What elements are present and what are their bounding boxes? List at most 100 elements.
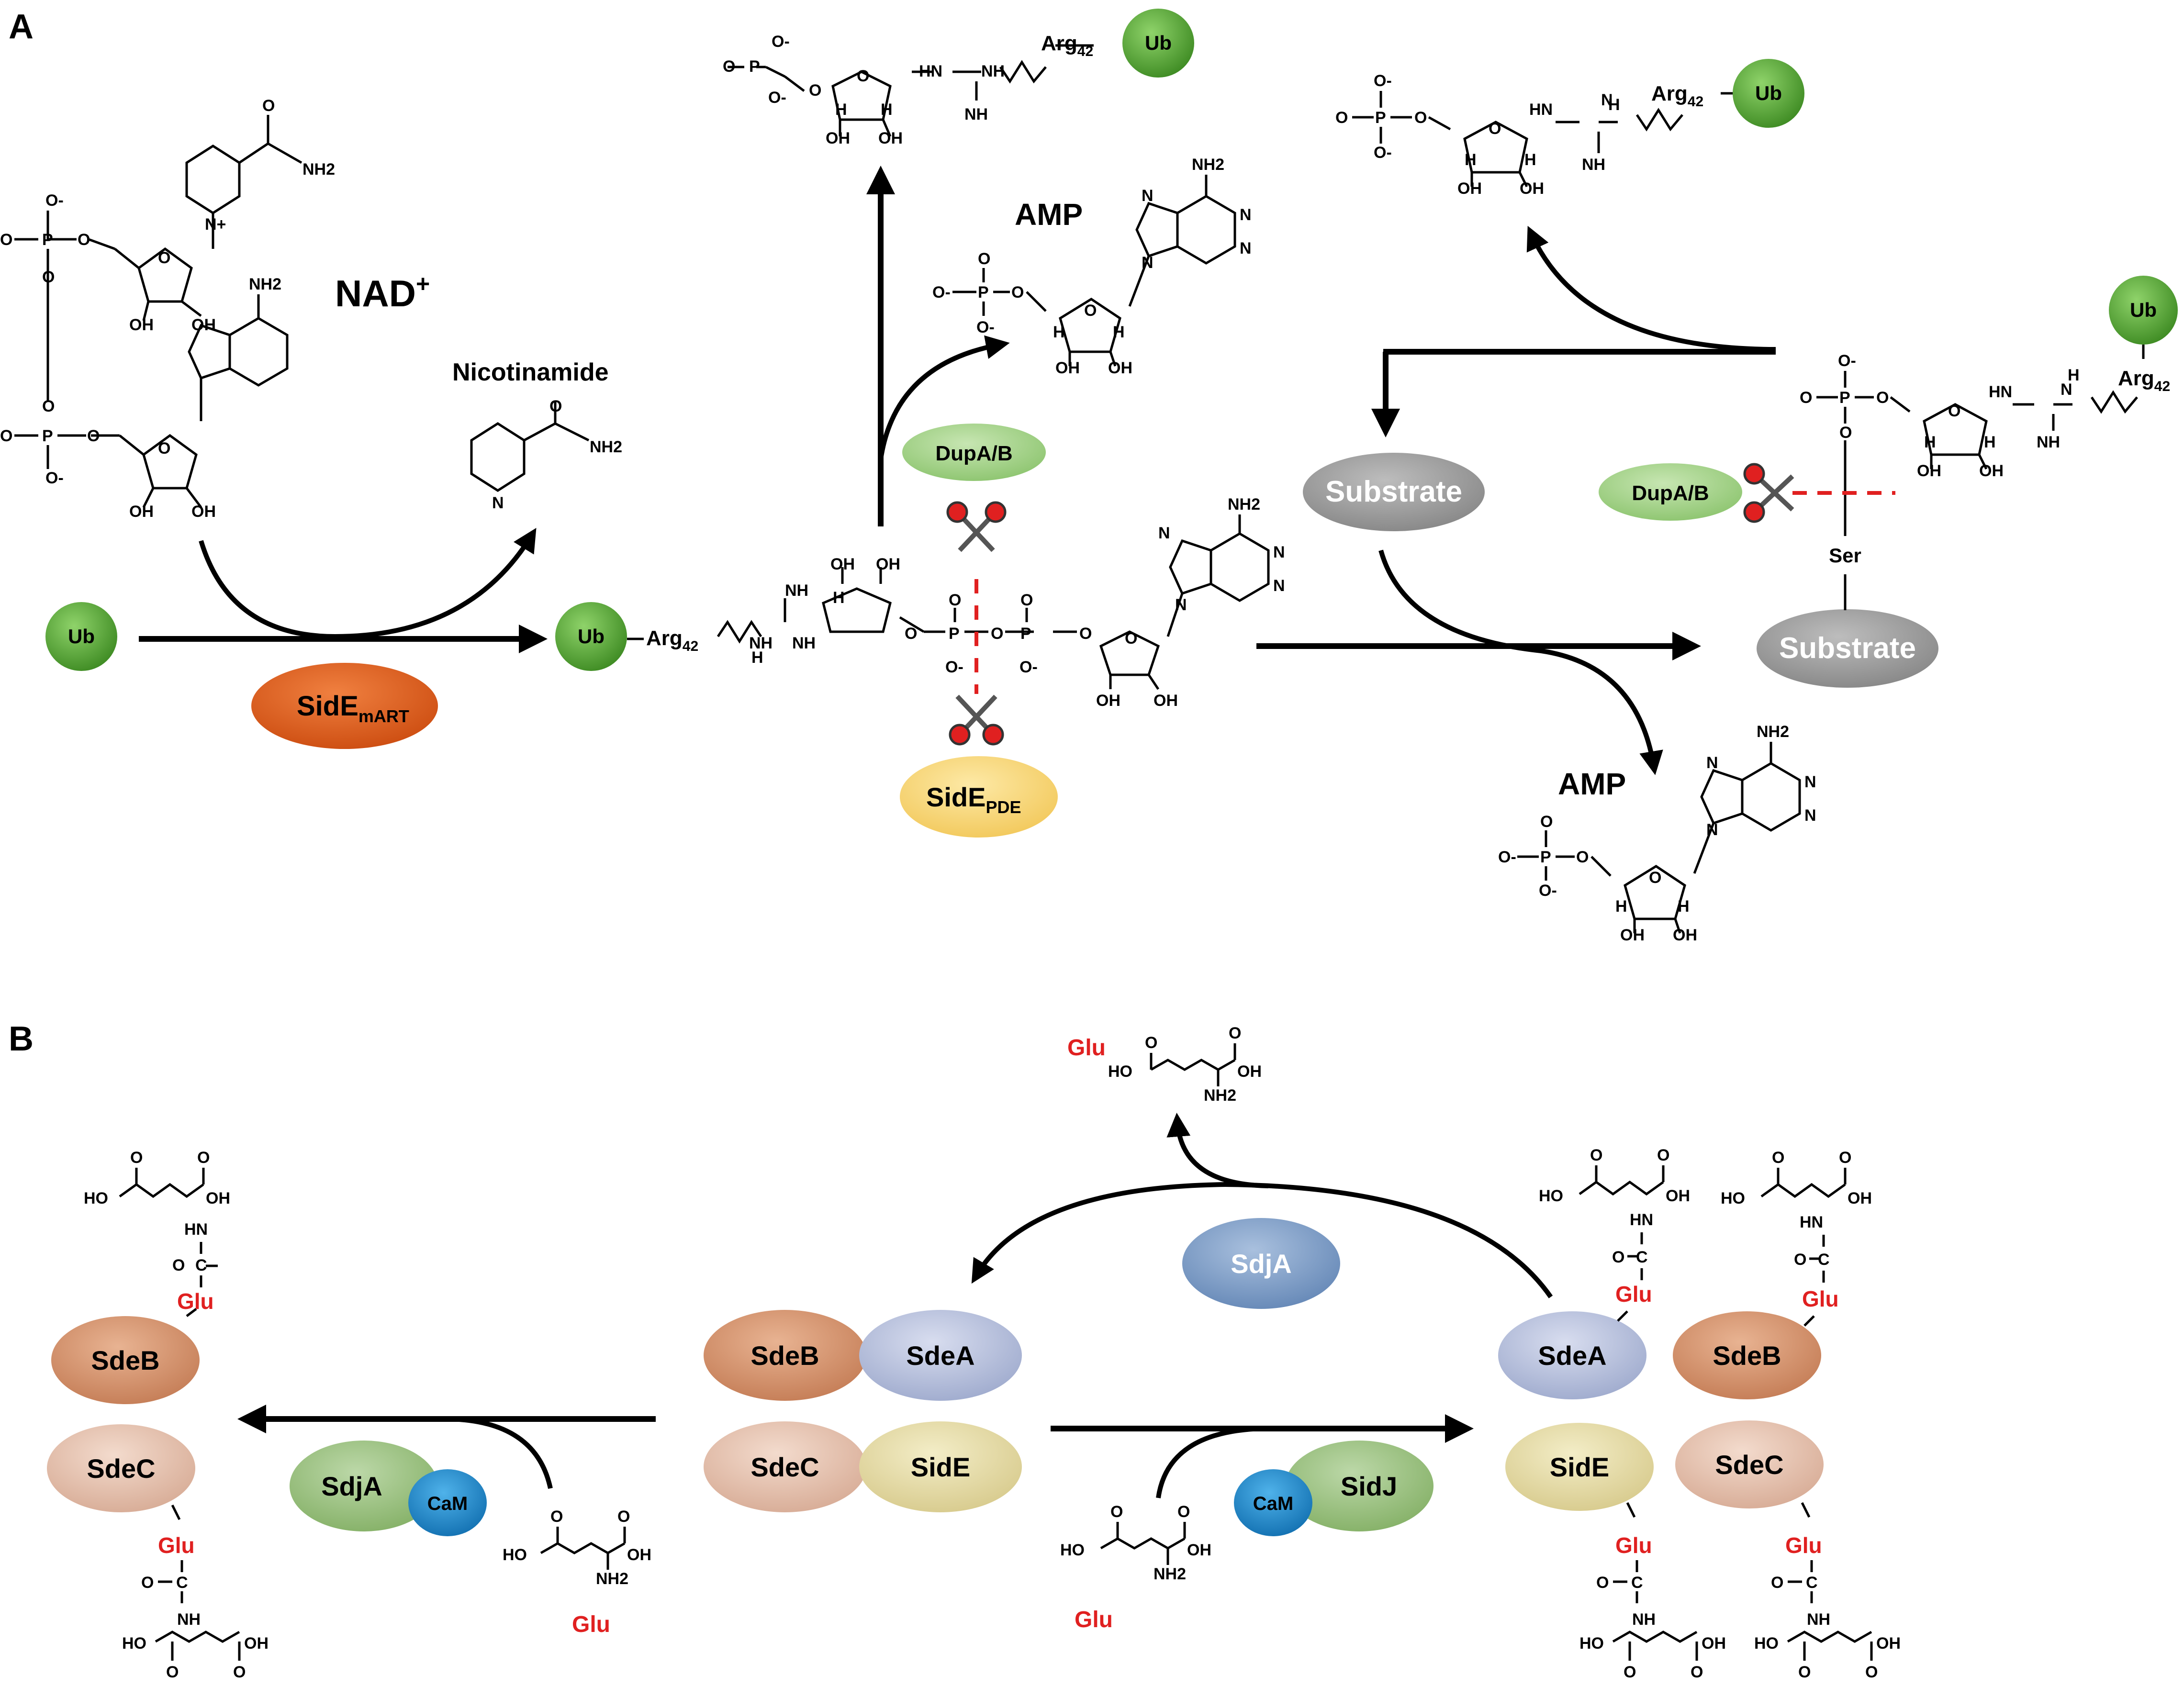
svg-text:O: O	[1657, 1146, 1669, 1164]
adpr-structure	[717, 514, 1270, 690]
svg-text:O: O	[1691, 1663, 1703, 1681]
nad-title: NAD+	[335, 270, 430, 314]
svg-text:O: O	[1865, 1663, 1878, 1681]
svg-text:NH: NH	[1632, 1610, 1656, 1629]
nad-atoms: O- O P O O O O P O O- O NH2 N+ O OH OH N…	[0, 97, 335, 521]
svg-text:H: H	[2068, 366, 2080, 384]
glu-label-top: Glu	[1067, 1035, 1106, 1061]
svg-text:O: O	[949, 591, 961, 609]
svg-text:O: O	[0, 231, 12, 249]
svg-text:O: O	[978, 250, 990, 268]
svg-text:NH: NH	[2037, 433, 2060, 451]
svg-text:O: O	[233, 1663, 246, 1681]
glu-chain-sdeC-right-atoms: O C NH HO OH O O	[1754, 1574, 1901, 1681]
svg-text:O: O	[1011, 283, 1024, 302]
svg-text:H: H	[1053, 323, 1065, 341]
svg-text:NH2: NH2	[249, 275, 281, 293]
glu-label-sdeA-right: Glu	[1615, 1282, 1652, 1307]
svg-text:H: H	[1678, 897, 1690, 916]
sdjA-label-left: SdjA	[321, 1471, 382, 1501]
svg-text:N: N	[1175, 596, 1187, 614]
svg-text:HN: HN	[184, 1220, 208, 1239]
svg-text:H: H	[1113, 323, 1125, 341]
svg-text:P: P	[1375, 109, 1386, 127]
ub-label-top-right: Ub	[1755, 82, 1782, 104]
sdeC-label-center: SdeC	[750, 1452, 819, 1482]
cam-right	[1234, 1469, 1312, 1536]
svg-text:N: N	[2061, 380, 2072, 399]
ub-bead-top-center	[1122, 9, 1194, 78]
svg-text:O: O	[991, 625, 1003, 643]
svg-text:O: O	[1145, 1034, 1157, 1052]
svg-text:H: H	[1524, 151, 1536, 169]
svg-text:HN: HN	[1529, 101, 1553, 119]
svg-text:OH: OH	[1917, 462, 1941, 480]
svg-text:O: O	[0, 427, 12, 445]
svg-text:NH: NH	[1807, 1610, 1830, 1629]
svg-text:O: O	[1948, 402, 1960, 420]
svg-text:C: C	[1818, 1251, 1830, 1269]
svg-text:O: O	[1596, 1574, 1609, 1592]
svg-text:O: O	[1590, 1146, 1602, 1164]
svg-text:N: N	[1273, 543, 1285, 561]
svg-text:H: H	[835, 101, 847, 119]
svg-text:N: N	[1142, 187, 1154, 205]
svg-text:O: O	[42, 268, 55, 286]
glu-label-center-free: Glu	[1075, 1607, 1113, 1632]
ub-bead-free	[45, 602, 117, 671]
svg-text:NH2: NH2	[1192, 156, 1224, 174]
svg-text:O-: O-	[1374, 72, 1392, 90]
svg-text:O-: O-	[772, 33, 790, 51]
sidE-mart-enzyme	[251, 663, 438, 749]
sdeC-label-left: SdeC	[87, 1453, 155, 1484]
pr-ub-top-center-atoms: O- O P O- O O OH OH H H HN NH NH	[723, 33, 1005, 147]
svg-text:P: P	[978, 283, 989, 302]
svg-text:O: O	[172, 1256, 185, 1274]
svg-text:OH: OH	[1154, 692, 1178, 710]
dupAB-enzyme-right	[1599, 463, 1742, 521]
svg-text:C: C	[195, 1256, 207, 1274]
pr-ub-right-atoms: O- O P O O O OH OH H H HN H N NH	[1800, 352, 2080, 480]
svg-text:HO: HO	[1060, 1541, 1085, 1559]
svg-text:C: C	[176, 1574, 188, 1592]
svg-text:O: O	[1839, 1149, 1851, 1167]
sdeB-label-left: SdeB	[91, 1345, 159, 1375]
glu-chain-sdeB-left-atoms: O C HN O O HO OH	[84, 1149, 230, 1274]
svg-text:OH: OH	[1096, 692, 1120, 710]
scissors-icon	[949, 694, 1004, 746]
svg-text:OH: OH	[1237, 1062, 1262, 1081]
svg-text:O: O	[550, 1508, 563, 1526]
sidE-pde-enzyme	[900, 756, 1058, 838]
svg-text:O: O	[1649, 869, 1661, 887]
svg-text:O: O	[166, 1663, 179, 1681]
svg-text:N: N	[1804, 773, 1816, 791]
glu-released-top-structure	[1150, 1043, 1236, 1086]
svg-text:OH: OH	[1520, 179, 1544, 198]
svg-text:O: O	[42, 397, 55, 415]
glu-label-left-free: Glu	[572, 1612, 610, 1637]
svg-text:H: H	[1984, 433, 1996, 451]
svg-text:HN: HN	[919, 62, 942, 80]
ub-bead-right	[2109, 276, 2178, 345]
svg-text:OH: OH	[1457, 179, 1482, 198]
svg-text:OH: OH	[206, 1189, 230, 1207]
svg-text:H: H	[1615, 897, 1627, 916]
svg-text:O: O	[1576, 848, 1589, 866]
svg-text:C: C	[1631, 1574, 1643, 1592]
svg-text:OH: OH	[878, 129, 903, 147]
svg-text:N+: N+	[205, 215, 226, 234]
svg-text:O: O	[197, 1149, 210, 1167]
svg-text:HO: HO	[84, 1189, 108, 1207]
glu-label-sdeB-left: Glu	[177, 1289, 214, 1314]
glu-free-center-atoms: O O HO OH NH2	[1060, 1503, 1211, 1583]
svg-text:O: O	[130, 1149, 143, 1167]
substrate-label-bound: Substrate	[1779, 632, 1916, 665]
glu-chain-sdeB-right-atoms: O C HN O O HO OH	[1721, 1149, 1872, 1269]
amp-bottom-label: AMP	[1558, 767, 1626, 801]
sidE-right	[1505, 1423, 1654, 1511]
svg-text:H: H	[1465, 151, 1477, 169]
svg-text:O: O	[1414, 109, 1427, 127]
svg-text:N: N	[1706, 754, 1718, 772]
glu-chain-sidE-right-atoms: O C NH HO OH O O	[1579, 1574, 1726, 1681]
